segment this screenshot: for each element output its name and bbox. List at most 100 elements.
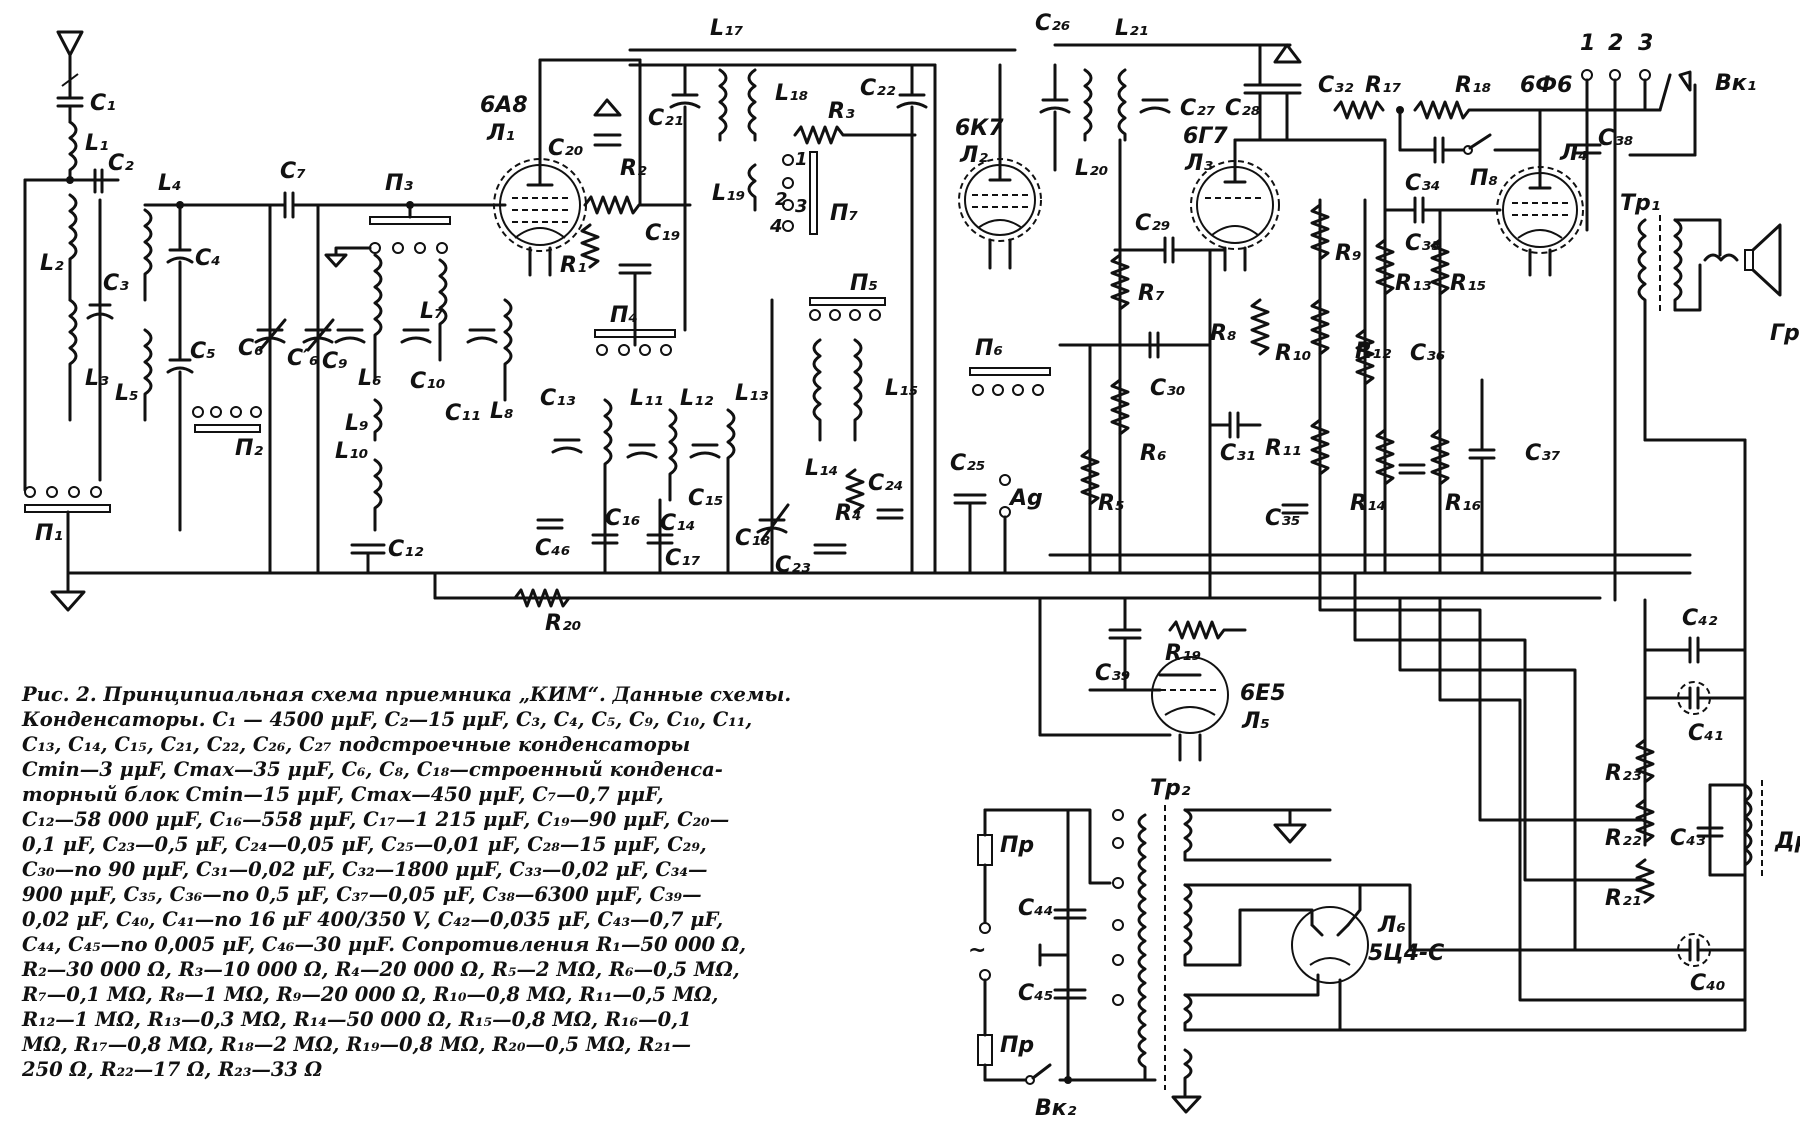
- switch-p5: [809, 297, 886, 321]
- resistor-r8: [1250, 298, 1270, 356]
- resistor-r20: [513, 588, 571, 608]
- capacitor-c42: [1643, 636, 1747, 664]
- resistor-r3: [793, 125, 917, 145]
- fuse-pr-top: [977, 808, 1072, 934]
- svg-text:3: 3: [1638, 31, 1653, 56]
- svg-text:L₉: L₉: [345, 411, 369, 436]
- capacitor-c38: [1573, 143, 1602, 155]
- svg-text:3: 3: [795, 196, 808, 217]
- ac-mains-input: [979, 969, 991, 1037]
- svg-text:L₈: L₈: [490, 399, 514, 424]
- inductor-l11: [603, 398, 613, 512]
- svg-text:Л₁: Л₁: [486, 121, 515, 146]
- svg-text:C₁₁: C₁₁: [445, 401, 480, 426]
- svg-text:C₂₈: C₂₈: [1225, 96, 1261, 121]
- capacitor-c9: [334, 328, 366, 344]
- svg-text:П₈: П₈: [1470, 166, 1498, 191]
- bias-leads: [1318, 571, 1747, 1002]
- svg-text:Пр: Пр: [1000, 833, 1034, 858]
- svg-text:Л₅: Л₅: [1241, 709, 1270, 734]
- svg-text:L₁: L₁: [85, 131, 109, 156]
- capacitor-c29: [1113, 236, 1227, 264]
- capacitor-c45: [1053, 988, 1087, 1000]
- svg-text:2: 2: [1608, 31, 1623, 56]
- switch-p6: [969, 367, 1051, 396]
- svg-text:П₁: П₁: [35, 521, 63, 546]
- svg-text:6К7: 6К7: [955, 116, 1004, 141]
- svg-text:L₇: L₇: [420, 299, 444, 324]
- pickup-jack-ag: [999, 474, 1011, 575]
- svg-text:6Г7: 6Г7: [1183, 124, 1228, 149]
- svg-text:R₇: R₇: [1138, 281, 1165, 306]
- capacitor-c11: [466, 328, 498, 344]
- caption-line: торный блок Cmin—15 μμF, Cmax—450 μμF, C…: [22, 783, 664, 806]
- svg-text:6Е5: 6Е5: [1240, 681, 1286, 706]
- svg-text:C₁₄: C₁₄: [660, 511, 695, 536]
- svg-text:L₁₅: L₁₅: [885, 376, 918, 401]
- svg-text:Вк₁: Вк₁: [1715, 71, 1756, 96]
- svg-text:L₆: L₆: [358, 366, 382, 391]
- svg-text:C₂₂: C₂₂: [860, 76, 896, 101]
- svg-text:L₁₀: L₁₀: [335, 439, 369, 464]
- svg-text:6А8: 6А8: [480, 93, 528, 118]
- switch-p7: [782, 151, 818, 235]
- svg-text:П₇: П₇: [830, 201, 858, 226]
- svg-text:Ag: Ag: [1008, 486, 1043, 511]
- svg-text:C₁₉: C₁₉: [645, 221, 680, 246]
- svg-text:C₂₃: C₂₃: [775, 553, 811, 578]
- svg-text:Тр₁: Тр₁: [1620, 191, 1660, 216]
- switch-p2: [192, 406, 262, 433]
- svg-text:Л₃: Л₃: [1184, 151, 1213, 176]
- svg-text:6Ф6: 6Ф6: [1520, 73, 1572, 98]
- inductor-l14: [812, 338, 822, 442]
- switch-vk1: [1628, 70, 1697, 157]
- svg-text:C₃₆: C₃₆: [1410, 341, 1445, 366]
- caption-line: 0,1 μF, C₂₃—0,5 μF, C₂₄—0,05 μF, C₂₅—0,0…: [22, 833, 707, 856]
- capacitor-c6: [254, 318, 287, 352]
- svg-text:R₁₀: R₁₀: [1275, 341, 1312, 366]
- resistor-r14: [1375, 428, 1395, 486]
- loudspeaker-icon: [1673, 218, 1782, 312]
- svg-text:L₁₇: L₁₇: [710, 16, 744, 41]
- inductor-l18: [747, 68, 757, 142]
- capacitor-c13: [551, 438, 583, 454]
- resistor-r7: [1110, 253, 1130, 311]
- svg-text:5Ц4-С: 5Ц4-С: [1368, 941, 1444, 966]
- svg-text:R₁₁: R₁₁: [1265, 436, 1301, 461]
- svg-text:Тр₂: Тр₂: [1150, 776, 1191, 801]
- capacitor-c10: [400, 328, 432, 344]
- ground-bus: [68, 553, 1692, 600]
- fuse-pr-bottom: [977, 1034, 1027, 1082]
- svg-text:L₅: L₅: [115, 381, 139, 406]
- capacitor-c23: [813, 543, 847, 555]
- tube-l4-6f6: [1496, 108, 1584, 277]
- capacitor-c46: [536, 518, 564, 530]
- svg-text:L₁₁: L₁₁: [630, 386, 663, 411]
- svg-text:C₄₃: C₄₃: [1670, 826, 1706, 851]
- resistor-r23: [1635, 738, 1655, 784]
- capacitor-c32: [1273, 43, 1302, 142]
- svg-text:R₁₃: R₁₃: [1395, 271, 1432, 296]
- capacitor-c6b: [302, 318, 335, 352]
- svg-text:C₃: C₃: [103, 271, 129, 296]
- svg-text:C₂₅: C₂₅: [950, 451, 985, 476]
- inductor-l13: [726, 408, 736, 502]
- svg-text:C₁₈: C₁₈: [735, 526, 771, 551]
- output-terminals: [1538, 69, 1662, 602]
- inductor-l10: [373, 458, 383, 532]
- svg-text:C₁₃: C₁₃: [540, 386, 576, 411]
- caption-line: MΩ, R₁₇—0,8 MΩ, R₁₈—2 MΩ, R₁₉—0,8 MΩ, R₂…: [22, 1033, 692, 1056]
- svg-text:Вк₂: Вк₂: [1035, 1096, 1077, 1121]
- svg-text:C₃₅: C₃₅: [1265, 506, 1300, 531]
- svg-text:R₂₃: R₂₃: [1605, 761, 1642, 786]
- switch-p8: [1463, 133, 1542, 155]
- inductor-l3: [68, 298, 78, 422]
- svg-text:R₁: R₁: [560, 253, 587, 278]
- switch-p4: [594, 329, 676, 356]
- inductor-l4: [143, 208, 153, 302]
- tube-l5-6e5: [1151, 656, 1229, 762]
- resistor-r19: [1168, 620, 1247, 640]
- inductor-l12: [668, 408, 678, 502]
- svg-text:C₆: C₆: [238, 336, 264, 361]
